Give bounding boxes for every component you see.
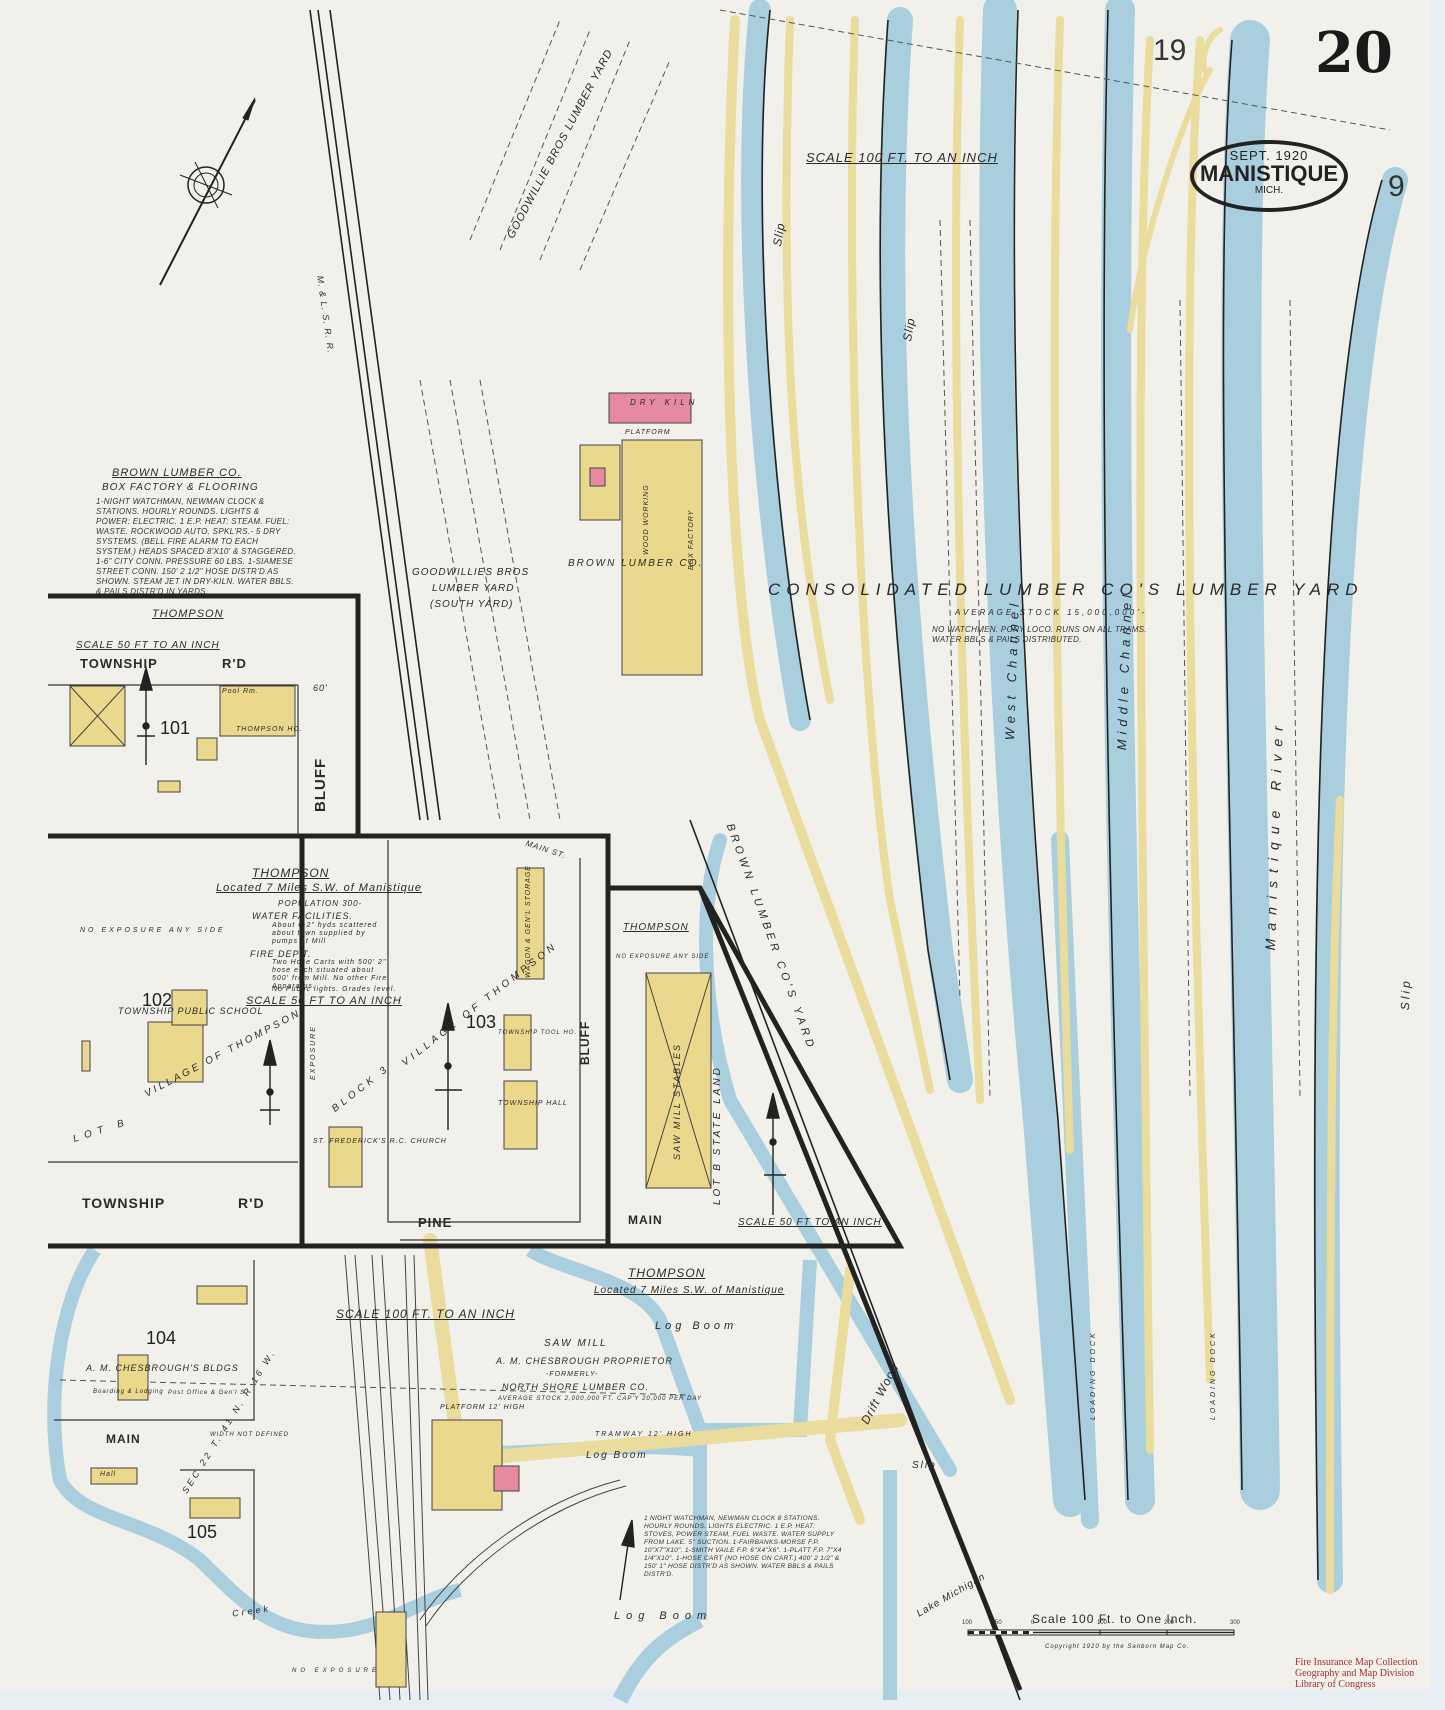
- inset101-street-rd: R'D: [222, 656, 247, 671]
- inset102-town: THOMPSON: [252, 866, 330, 880]
- inset101-street: TOWNSHIP: [80, 656, 158, 671]
- slip-label: Slip: [912, 1460, 937, 1471]
- brown-lumber-subtitle: BOX FACTORY & FLOORING: [102, 482, 259, 493]
- block-105: 105: [187, 1522, 218, 1542]
- township-hall-label: TOWNSHIP HALL: [498, 1100, 568, 1107]
- mill-town: THOMPSON: [628, 1266, 706, 1280]
- brown-lumber-notes: 1-NIGHT WATCHMAN, NEWMAN CLOCK & STATION…: [96, 497, 296, 596]
- pool-room-label: Pool Rm.: [222, 688, 259, 695]
- brown-lumber-notes-title: BROWN LUMBER CO.: [112, 467, 242, 479]
- population: POPULATION 300-: [278, 899, 363, 908]
- mill-stock-label: AVERAGE STOCK 2,000,000 FT. CAP'Y 20,000…: [498, 1396, 703, 1402]
- formerly-label: -FORMERLY-: [546, 1371, 599, 1378]
- width-not-defined: WIDTH NOT DEFINED: [210, 1432, 289, 1438]
- inset103-pine: PINE: [418, 1215, 453, 1230]
- log-boom-3: Log Boom: [614, 1610, 713, 1622]
- inset102-street: TOWNSHIP: [82, 1195, 166, 1211]
- public-lights: No Public lights. Grades level.: [272, 986, 397, 993]
- consolidated-stock: AVERAGE STOCK 15,000,000'-: [955, 608, 1148, 617]
- mill-located: Located 7 Miles S.W. of Manistique: [594, 1285, 785, 1296]
- inset103-exposure: EXPOSURE: [310, 1025, 317, 1080]
- inset101-town: THOMPSON: [152, 608, 224, 620]
- log-boom-2: Log Boom: [586, 1450, 648, 1461]
- inset102-scale: SCALE 50 FT TO AN INCH: [246, 995, 402, 1007]
- platform-label: PLATFORM: [625, 429, 671, 436]
- inset4-town: THOMPSON: [623, 922, 689, 933]
- church-label: ST. FREDERICK'S R.C. CHURCH: [313, 1138, 447, 1145]
- consolidated-notes-2: WATER BBLS & PAILS DISTRIBUTED.: [932, 635, 1082, 644]
- former-name-label: NORTH SHORE LUMBER CO.: [502, 1382, 649, 1392]
- loading-dock-2: LOADING DOCK: [1210, 1330, 1217, 1420]
- thompson-hotel-label: THOMPSON HO.: [236, 726, 303, 733]
- dry-kiln-label: DRY KILN: [630, 398, 699, 407]
- box-factory-label: BOX FACTORY: [688, 509, 695, 570]
- tool-house-label: TOWNSHIP TOOL HO.: [498, 1030, 578, 1036]
- mill-notes: 1 NIGHT WATCHMAN, NEWMAN CLOCK 8 STATION…: [644, 1515, 842, 1578]
- consolidated-yard-label: CONSOLIDATED LUMBER CO'S LUMBER YARD: [768, 580, 1364, 599]
- chesbrough-buildings: A. M. CHESBROUGH'S BLDGS: [86, 1363, 239, 1373]
- platform-high-label: PLATFORM 12' HIGH: [440, 1404, 526, 1411]
- block-102: 102: [142, 990, 173, 1010]
- compass-rose-icon: [159, 97, 256, 286]
- no-exposure-label: NO EXPOSURE: [292, 1668, 381, 1674]
- tramway-label: TRAMWAY 12' HIGH: [595, 1431, 693, 1438]
- post-office-label: Post Office & Gen'l S.: [168, 1390, 248, 1396]
- inset101-bluff: BLUFF: [312, 757, 329, 812]
- library-stamp: Fire Insurance Map Collection Geography …: [1295, 1657, 1418, 1690]
- hall-label: Hall: [100, 1471, 117, 1478]
- stables-label: SAW MILL STABLES: [672, 1042, 682, 1160]
- fire-dept-title: FIRE DEP'T.: [250, 949, 312, 959]
- scale-bar: [967, 1629, 1235, 1636]
- waterway-slip-3: Slip: [1398, 978, 1414, 1011]
- fire-dept-text: Two Hose Carts with 500' 2" hose each si…: [272, 959, 388, 990]
- dim-60-a: 60': [313, 683, 328, 693]
- inset102-street-rd: R'D: [238, 1195, 265, 1211]
- goodwillie-south-3: (SOUTH YARD): [430, 599, 514, 610]
- wood-working-label: WOOD WORKING: [643, 484, 650, 555]
- log-boom-1: Log Boom: [655, 1320, 738, 1332]
- public-school-label: TOWNSHIP PUBLIC SCHOOL: [118, 1006, 264, 1016]
- scale-upper: SCALE 100 FT. TO AN INCH: [806, 150, 998, 165]
- wagon-storage-label: WAGON & GEN'L STORAGE: [525, 865, 532, 978]
- block-104: 104: [146, 1328, 177, 1348]
- block-101: 101: [160, 718, 191, 738]
- inset103-bluff: BLUFF: [578, 1020, 592, 1065]
- brown-lumber-label: BROWN LUMBER CO.: [568, 558, 704, 569]
- loading-dock-1: LOADING DOCK: [1090, 1330, 1097, 1420]
- adjacent-sheet-north[interactable]: 19: [1153, 34, 1187, 67]
- inset101-scale: SCALE 50 FT TO AN INCH: [76, 640, 220, 651]
- inset4-scale: SCALE 50 FT TO AN INCH: [738, 1217, 882, 1228]
- title-cartouche: SEPT. 1920 MANISTIQUE MICH.: [1190, 140, 1348, 212]
- scale-lower: SCALE 100 FT. TO AN INCH: [336, 1307, 515, 1321]
- sheet-number: 20: [1315, 20, 1393, 86]
- goodwillie-south-2: LUMBER YARD: [432, 583, 515, 594]
- block-103: 103: [466, 1012, 497, 1032]
- copyright: Copyright 1920 by the Sanborn Map Co.: [1045, 1644, 1190, 1650]
- main-street-label: MAIN: [106, 1432, 141, 1446]
- adjacent-sheet-east[interactable]: 9: [1388, 170, 1405, 203]
- inset102-exposure: NO EXPOSURE ANY SIDE: [80, 927, 226, 934]
- water-facilities-text: About 6-2" hyds scattered about town sup…: [272, 922, 378, 945]
- scale-main-label: Scale 100 Ft. to One Inch.: [1032, 1612, 1198, 1626]
- title-city: MANISTIQUE: [1199, 161, 1339, 186]
- title-date: SEPT. 1920: [1229, 148, 1309, 163]
- goodwillie-south-1: GOODWILLIES BROS: [412, 567, 530, 578]
- state-land-label: LOT B STATE LAND: [712, 1065, 723, 1205]
- proprietor-label: A. M. CHESBROUGH PROPRIETOR: [496, 1356, 673, 1366]
- consolidated-notes-1: NO WATCHMEN. PONY LOCO. RUNS ON ALL TRAM…: [932, 625, 1147, 634]
- saw-mill-label: SAW MILL: [544, 1338, 608, 1349]
- title-state: MICH.: [1254, 185, 1284, 196]
- inset4-main: MAIN: [628, 1213, 663, 1227]
- boarding-label: Boarding & Lodging: [93, 1389, 164, 1395]
- inset102-located: Located 7 Miles S.W. of Manistique: [216, 882, 423, 894]
- water-facilities-title: WATER FACILITIES.: [252, 911, 354, 921]
- inset4-exposure: NO EXPOSURE ANY SIDE: [616, 954, 710, 960]
